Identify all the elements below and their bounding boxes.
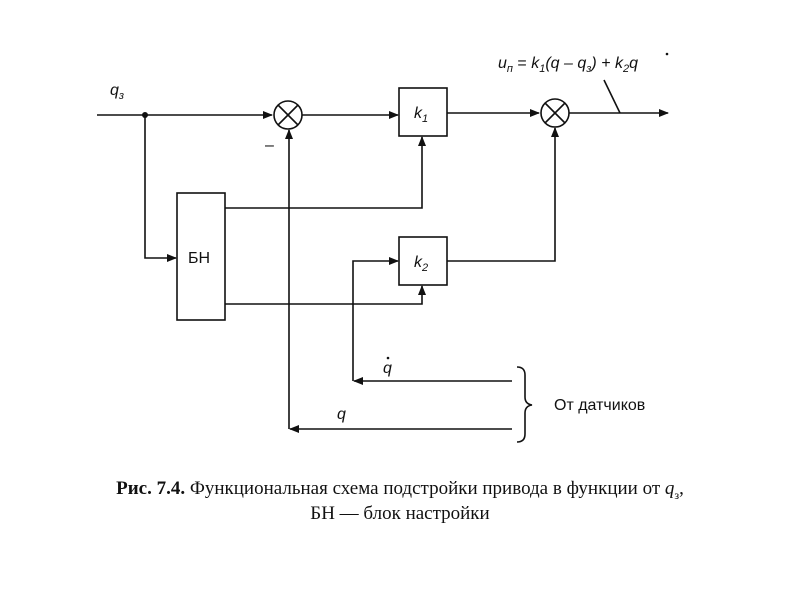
caption-end: , [679,478,684,499]
caption-line-2: БН — блок настройки [310,503,490,524]
qdot-dot-accent [386,356,390,360]
block-bn-label: БН [188,250,210,267]
caption-text-1: Функциональная схема подстройки привода … [185,478,665,499]
caption-prefix: Рис. 7.4. [116,478,186,499]
block-k2 [398,236,448,286]
bn-to-k1-line [225,136,426,209]
k2-to-sum2-line [447,127,559,262]
q-label: q [337,406,346,423]
block-k1-label: k1 [414,105,428,125]
qdot-label: q [383,360,392,377]
summing-junction-1 [273,100,303,130]
minus-sign: – [265,137,274,154]
summing-junction-2 [540,98,570,128]
output-formula: uп = k1(q – qз) + k2q [498,55,638,75]
output-pointer-line [603,79,621,114]
block-k2-label: k2 [414,254,428,274]
bn-to-k2-line [225,285,426,305]
caption-line-1: Рис. 7.4. Функциональная схема подстройк… [0,478,800,503]
block-bn [176,192,226,321]
qdot-to-k2-line [352,257,399,381]
sensors-label: От датчиков [554,397,645,414]
branch-to-bn-line [144,115,177,262]
caption-var: q [664,478,675,499]
block-k1 [398,87,448,137]
input-label: qз [110,82,124,102]
sensors-brace [516,366,533,443]
output-dot-accent [665,52,669,56]
caption-var-sub: з [674,487,680,502]
